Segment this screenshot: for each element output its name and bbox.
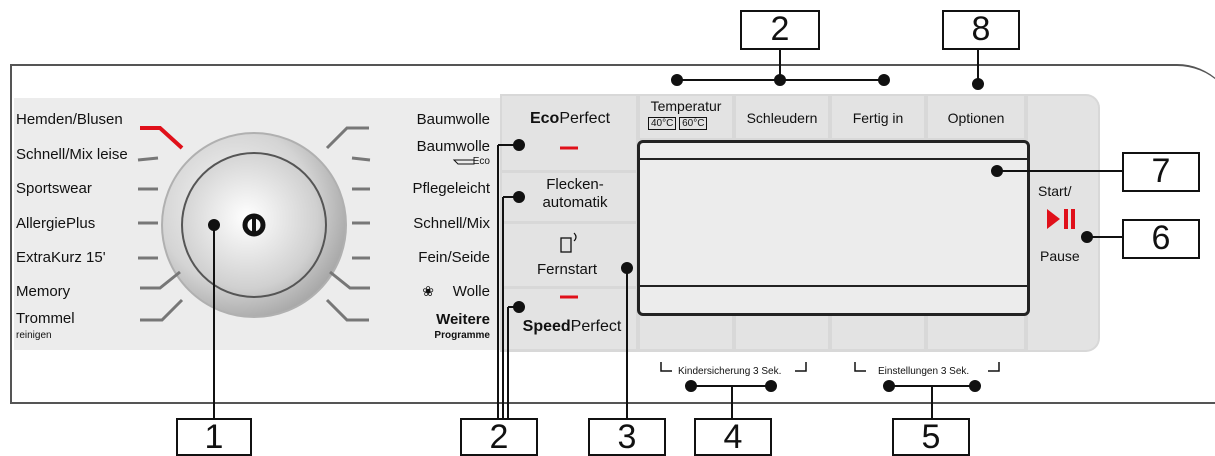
flecken-label-2: automatik xyxy=(542,194,608,211)
optionen-label: Optionen xyxy=(947,110,1005,126)
pause-label: Pause xyxy=(1040,248,1080,264)
program-wolle[interactable]: Wolle xyxy=(452,283,490,300)
bottom-button-2[interactable] xyxy=(736,314,828,349)
bottom-button-3[interactable] xyxy=(832,314,924,349)
selected-program-indicator xyxy=(140,126,184,150)
temperatur-button[interactable] xyxy=(640,96,732,138)
fertig-in-label: Fertig in xyxy=(852,110,904,126)
program-fein-seide[interactable]: Fein/Seide xyxy=(418,249,490,266)
temperatur-label: Temperatur xyxy=(650,98,722,114)
speed-perfect-label: SpeedPerfect xyxy=(522,318,622,335)
play-icon xyxy=(1047,209,1060,229)
start-pause-button[interactable] xyxy=(1028,96,1098,350)
program-baumwolle[interactable]: Baumwolle xyxy=(416,111,490,128)
temp-options: 40°C 60°C xyxy=(648,117,708,130)
program-extrakurz[interactable]: ExtraKurz 15' xyxy=(16,249,106,266)
flecken-label-1: Flecken- xyxy=(546,176,604,193)
fernstart-label: Fernstart xyxy=(536,261,597,278)
schleudern-label: Schleudern xyxy=(746,110,818,126)
program-memory[interactable]: Memory xyxy=(16,283,71,300)
wool-icon: ❀ xyxy=(422,283,434,299)
temp-60: 60°C xyxy=(679,117,708,130)
program-pflegeleicht[interactable]: Pflegeleicht xyxy=(412,180,490,197)
schleudern-button[interactable] xyxy=(736,96,828,138)
programme-label: Programme xyxy=(434,330,490,341)
kindersicherung-hint: Kindersicherung 3 Sek. xyxy=(678,366,782,377)
program-schnell-mix[interactable]: Schnell/Mix xyxy=(413,215,490,232)
einstellungen-hint: Einstellungen 3 Sek. xyxy=(878,366,970,377)
bottom-button-1[interactable] xyxy=(640,314,732,349)
speed-perfect-button[interactable] xyxy=(502,289,636,349)
callout-6: 6 xyxy=(1122,219,1200,259)
remote-start-icon xyxy=(560,237,572,253)
callout-3: 3 xyxy=(588,418,666,456)
program-eco-sub: Eco xyxy=(472,156,490,167)
bottom-button-4[interactable] xyxy=(928,314,1024,349)
program-hemden-blusen[interactable]: Hemden/Blusen xyxy=(16,111,123,128)
pause-icon xyxy=(1064,209,1068,229)
temp-40: 40°C xyxy=(648,117,677,130)
eco-perfect-button[interactable] xyxy=(502,96,636,170)
program-allergieplus[interactable]: AllergiePlus xyxy=(16,215,96,232)
program-trommel-sub: reinigen xyxy=(16,330,52,341)
display-top-line xyxy=(640,158,1027,160)
callout-2-top: 2 xyxy=(740,10,820,50)
weitere-label[interactable]: Weitere xyxy=(436,311,490,328)
program-sportswear[interactable]: Sportswear xyxy=(16,180,92,197)
fertig-in-button[interactable] xyxy=(832,96,924,138)
callout-1: 1 xyxy=(176,418,252,456)
callout-7: 7 xyxy=(1122,152,1200,192)
start-label: Start/ xyxy=(1038,183,1072,199)
program-schnell-mix-leise[interactable]: Schnell/Mix leise xyxy=(16,146,128,163)
callout-5: 5 xyxy=(892,418,970,456)
callout-4: 4 xyxy=(694,418,772,456)
display-bottom-line xyxy=(640,285,1027,287)
callout-8: 8 xyxy=(942,10,1020,50)
callout-2-bottom: 2 xyxy=(460,418,538,456)
program-baumwolle-eco[interactable]: Baumwolle xyxy=(416,138,490,155)
display-screen xyxy=(637,140,1030,316)
optionen-button[interactable] xyxy=(928,96,1024,138)
program-trommel[interactable]: Trommel xyxy=(16,310,75,327)
fernstart-button[interactable] xyxy=(502,224,636,286)
eco-perfect-label: EcoPerfect xyxy=(529,110,611,127)
